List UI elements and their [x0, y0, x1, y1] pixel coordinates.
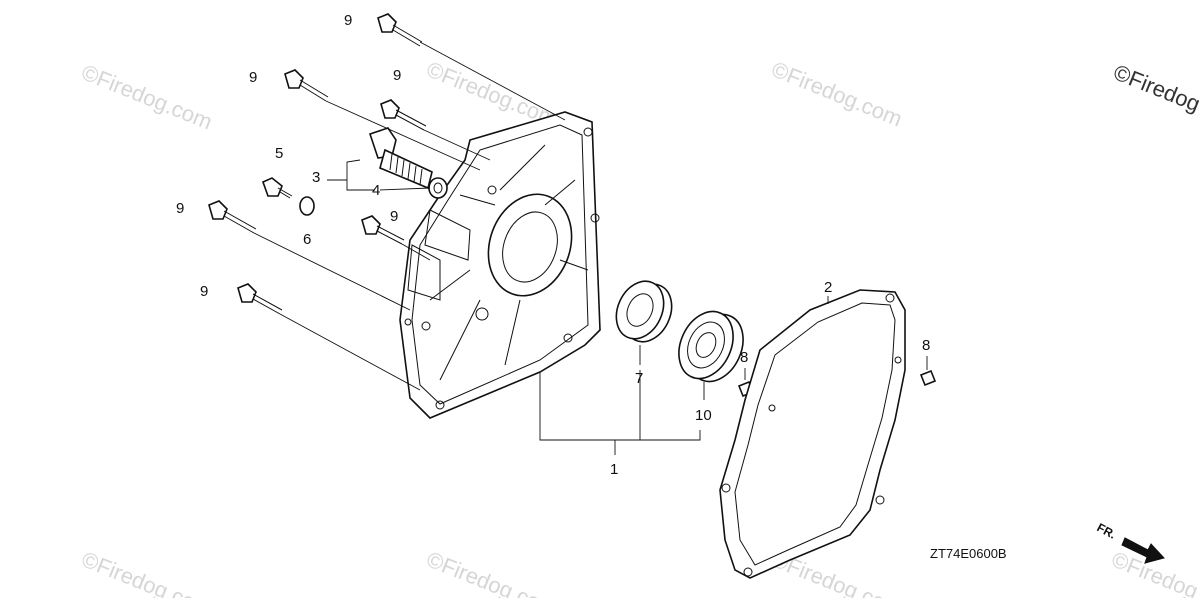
bolt-9d	[208, 200, 257, 234]
watermark-4: ©Firedog.com	[78, 546, 216, 598]
callout-1: 1	[610, 461, 618, 478]
callout-7: 7	[635, 370, 643, 387]
washer-6	[299, 196, 315, 216]
watermark-5: ©Firedog.com	[423, 546, 561, 598]
callout-4: 4	[372, 182, 380, 199]
callout-2: 2	[824, 279, 832, 296]
callout-9c: 9	[393, 67, 401, 84]
dowel-pin-8b	[919, 369, 937, 387]
leader-lines	[253, 41, 928, 455]
callout-9e: 9	[390, 208, 398, 225]
watermark-1: ©Firedog.com	[78, 59, 216, 134]
callout-6: 6	[303, 231, 311, 248]
bearing-10	[678, 310, 744, 383]
crankcase-cover	[399, 111, 601, 419]
bolt-9a	[377, 13, 423, 47]
callout-3: 3	[312, 169, 320, 186]
callout-9f: 9	[200, 283, 208, 300]
drawing-code: ZT74E0600B	[930, 546, 1007, 561]
breather-assembly	[368, 127, 448, 199]
direction-label: FR.	[1095, 520, 1119, 541]
oil-seal-7	[615, 280, 673, 343]
bolt-9f	[237, 283, 283, 315]
callout-8a: 8	[740, 349, 748, 366]
bolt-5	[261, 177, 293, 199]
callout-10: 10	[695, 407, 712, 424]
callout-9d: 9	[176, 200, 184, 217]
bolt-9e	[361, 215, 405, 245]
callout-5: 5	[275, 145, 283, 162]
bolt-9b	[284, 69, 329, 102]
watermark-corner: ©Firedog	[1110, 59, 1200, 116]
bolt-9c	[380, 99, 427, 131]
callouts: 9 9 9 5 3 4 9 9 6 9 2 8 8 7 10 1	[176, 12, 930, 478]
bolts-9	[208, 13, 427, 315]
callout-9a: 9	[344, 12, 352, 29]
watermark-3: ©Firedog.com	[768, 56, 906, 131]
gasket-2	[719, 289, 906, 579]
arrow-right-icon	[1121, 537, 1165, 564]
callout-8b: 8	[922, 337, 930, 354]
callout-9b: 9	[249, 69, 257, 86]
